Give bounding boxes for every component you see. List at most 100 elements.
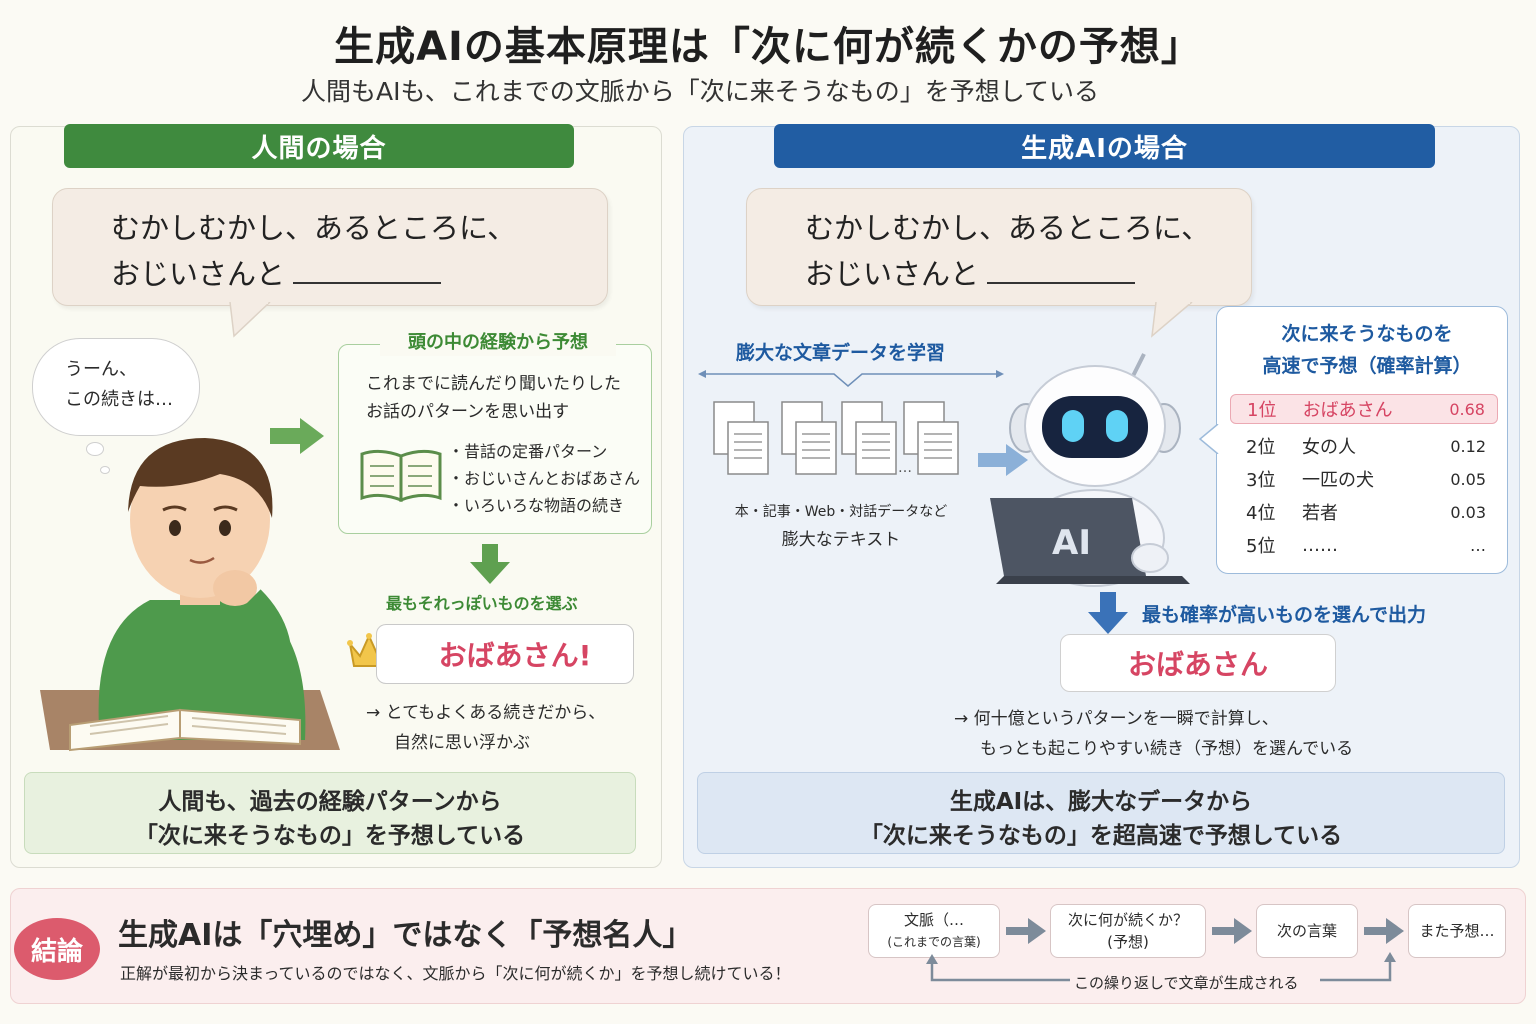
documents-caption: 本・記事・Web・対話データなど 膨大なテキスト <box>722 498 960 554</box>
ai-reason: → 何十億というパターンを一瞬で計算し、 もっとも起こりやすい続き（予想）を選ん… <box>954 704 1353 764</box>
human-summary-line2: 「次に来そうなもの」を予想している <box>134 823 526 849</box>
experience-list: ・昔話の定番パターン ・おじいさんとおばあさん ・いろいろな物語の続き <box>448 438 640 519</box>
flow-step-next-word: 次の言葉 <box>1256 904 1358 958</box>
rank-word: おばあさん <box>1302 400 1393 421</box>
thought-line2: この続きは… <box>65 389 173 410</box>
rank-word: 一匹の犬 <box>1302 470 1374 491</box>
thinking-boy-illustration <box>40 438 340 752</box>
rank-row: 3位 一匹の犬 0.05 <box>1230 464 1498 494</box>
human-answer: おばあさん! <box>376 624 634 684</box>
human-choose-label: 最もそれっぽいものを選ぶ <box>386 594 578 613</box>
page-subtitle: 人間もAIも、これまでの文脈から「次に来そうなもの」を予想している <box>301 77 1099 106</box>
ai-speech-bubble: むかしむかし、あるところに、 おじいさんと <box>746 188 1252 306</box>
rank-probability: 0.68 <box>1449 399 1485 419</box>
human-bubble-line1: むかしむかし、あるところに、 <box>111 211 517 245</box>
ai-reason-line2: もっとも起こりやすい続き（予想）を選んでいる <box>980 739 1354 759</box>
ai-robot-illustration: AI <box>990 353 1190 587</box>
rank-number: 5位 <box>1246 536 1276 557</box>
human-panel-header: 人間の場合 <box>64 124 574 168</box>
rank-row: 1位 おばあさん 0.68 <box>1230 394 1498 424</box>
probability-box <box>1216 306 1508 574</box>
learn-label: 膨大な文章データを学習 <box>736 342 946 364</box>
human-reason-line1: → とてもよくある続きだから、 <box>366 703 606 723</box>
ai-panel-header: 生成AIの場合 <box>774 124 1435 168</box>
ai-summary: 生成AIは、膨大なデータから 「次に来そうなもの」を超高速で予想している <box>697 772 1505 854</box>
right-arrow-icon <box>1364 918 1404 944</box>
right-arrow-icon <box>1212 918 1252 944</box>
conclusion-badge: 結論 <box>14 918 100 980</box>
human-reason: → とてもよくある続きだから、 自然に思い浮かぶ <box>366 698 605 758</box>
down-arrow-icon <box>1088 592 1128 634</box>
blank-line <box>987 254 1136 284</box>
laptop-label: AI <box>1052 523 1091 563</box>
docs-caption-line1: 本・記事・Web・対話データなど <box>734 504 948 520</box>
right-arrow-icon <box>978 444 1028 476</box>
prob-title-line2: 高速で予想（確率計算） <box>1262 355 1472 377</box>
cycle-label: この繰り返しで文章が生成される <box>1074 974 1299 992</box>
flow-step-sublabel: (これまでの言葉) <box>887 935 981 949</box>
rank-word: 若者 <box>1302 503 1338 524</box>
rank-number: 1位 <box>1247 400 1277 421</box>
ai-reason-line1: → 何十億というパターンを一瞬で計算し、 <box>954 709 1279 729</box>
rank-number: 2位 <box>1246 437 1276 458</box>
rank-probability: … <box>1470 535 1486 555</box>
experience-description: これまでに読んだり聞いたりした お話のパターンを思い出す <box>366 370 621 426</box>
ai-choose-label: 最も確率が高いものを選んで出力 <box>1142 604 1427 626</box>
ai-summary-line1: 生成AIは、膨大なデータから <box>949 789 1253 815</box>
list-item: ・おじいさんとおばあさん <box>448 469 641 488</box>
blank-line <box>293 254 442 284</box>
flow-step-label: また予想… <box>1419 922 1495 940</box>
docs-caption-line2: 膨大なテキスト <box>781 530 901 550</box>
ai-bubble-line1: むかしむかし、あるところに、 <box>805 211 1211 245</box>
flow-step-context: 文脈（… (これまでの言葉) <box>868 904 1000 958</box>
ai-bubble-line2: おじいさんと <box>805 257 980 291</box>
rank-row: 4位 若者 0.03 <box>1230 497 1498 527</box>
bubble-tail <box>1151 302 1193 338</box>
documents-icon: … <box>713 401 959 476</box>
flow-step-sublabel: (予想) <box>1107 933 1149 951</box>
experience-line1: これまでに読んだり聞いたりした <box>366 374 621 394</box>
rank-row: 2位 女の人 0.12 <box>1230 431 1498 461</box>
experience-box <box>338 344 652 534</box>
bubble-tail <box>229 302 271 338</box>
rank-probability: 0.12 <box>1450 436 1486 456</box>
svg-text:…: … <box>898 460 912 476</box>
ai-answer: おばあさん <box>1060 634 1336 692</box>
rank-number: 4位 <box>1246 503 1276 524</box>
list-item: ・昔話の定番パターン <box>448 442 608 461</box>
rank-word: …… <box>1302 534 1338 556</box>
right-arrow-icon <box>270 418 324 454</box>
bracket-decoration <box>698 370 1004 387</box>
rank-probability: 0.03 <box>1450 502 1486 522</box>
flow-step-label: 次に何が続くか？ <box>1067 911 1188 929</box>
human-bubble-line2: おじいさんと <box>111 257 286 291</box>
cycle-arrow-icon <box>926 952 1396 982</box>
ai-summary-line2: 「次に来そうなもの」を超高速で予想している <box>859 823 1343 849</box>
list-item: ・いろいろな物語の続き <box>448 496 625 515</box>
experience-title: 頭の中の経験から予想 <box>380 330 616 356</box>
rank-number: 3位 <box>1246 470 1276 491</box>
human-speech-bubble: むかしむかし、あるところに、 おじいさんと <box>52 188 608 306</box>
probability-title: 次に来そうなものを 高速で予想（確率計算） <box>1232 318 1502 382</box>
down-arrow-icon <box>470 544 510 584</box>
thought-dot <box>100 466 110 474</box>
prob-title-line1: 次に来そうなものを <box>1281 323 1453 345</box>
callout-pointer <box>1198 424 1219 454</box>
page-title: 生成AIの基本原理は「次に何が続くかの予想」 <box>334 24 1202 70</box>
conclusion-text: 正解が最初から決まっているのではなく、文脈から「次に何が続くか」を予想し続けてい… <box>120 964 791 983</box>
thought-cloud: うーん、 この続きは… <box>32 338 200 436</box>
experience-line2: お話のパターンを思い出す <box>366 402 570 422</box>
thought-line1: うーん、 <box>65 359 137 380</box>
rank-word: 女の人 <box>1302 437 1356 458</box>
rank-probability: 0.05 <box>1450 469 1486 489</box>
human-summary-line1: 人間も、過去の経験パターンから <box>158 789 502 815</box>
right-arrow-icon <box>1006 918 1046 944</box>
flow-step-label: 次の言葉 <box>1276 922 1337 940</box>
thought-dot <box>86 442 104 456</box>
human-summary: 人間も、過去の経験パターンから 「次に来そうなもの」を予想している <box>24 772 636 854</box>
rank-row: 5位 …… … <box>1230 530 1498 560</box>
human-reason-line2: 自然に思い浮かぶ <box>394 733 530 753</box>
flow-step-label: 文脈（… <box>903 911 964 929</box>
conclusion-title: 生成AIは「穴埋め」ではなく「予想名人」 <box>118 918 693 953</box>
flow-step-predict: 次に何が続くか？ (予想) <box>1050 904 1206 958</box>
